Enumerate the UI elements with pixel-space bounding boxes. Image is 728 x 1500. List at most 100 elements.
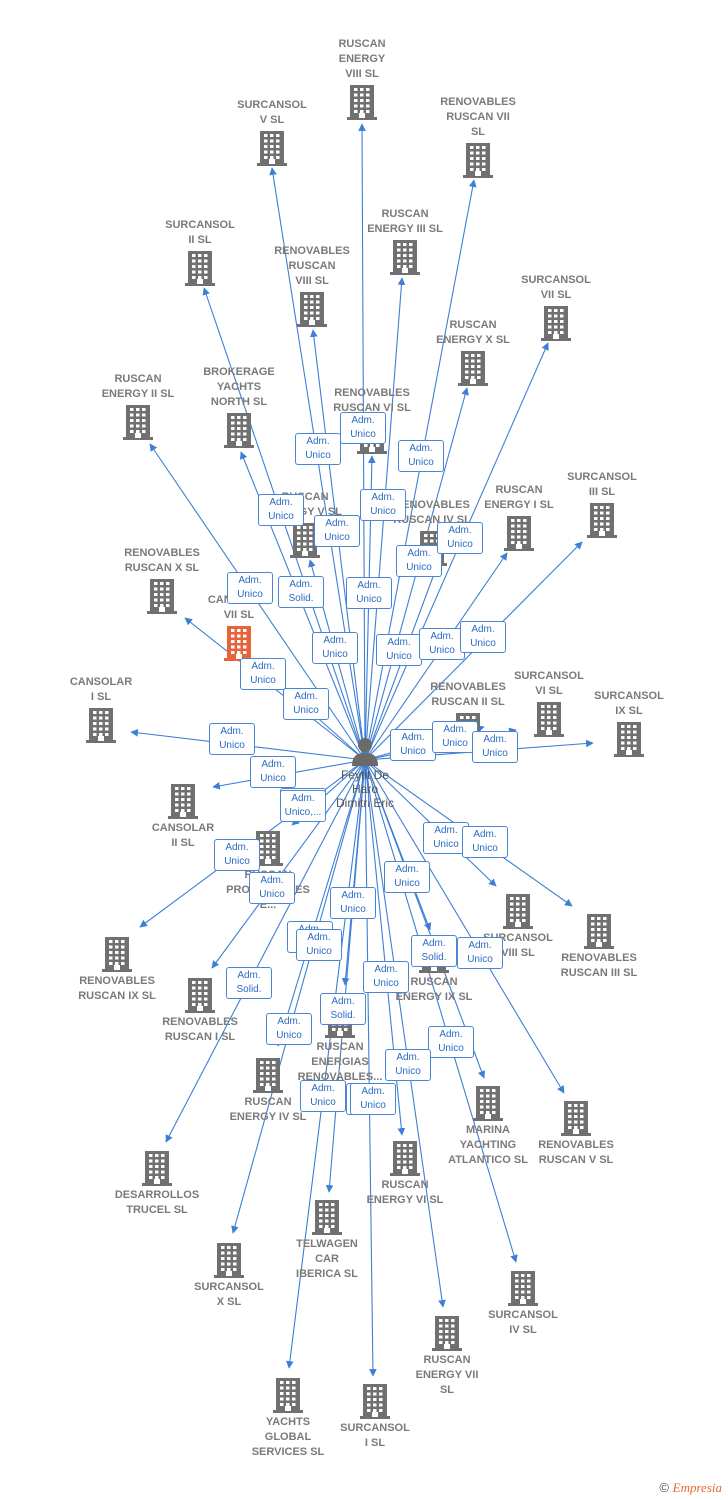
role-label[interactable]: Adm.Unico	[258, 494, 304, 526]
role-label[interactable]: Adm.Unico	[249, 872, 295, 904]
role-label[interactable]: Adm.Unico	[462, 826, 508, 858]
role-label-line: Adm.	[407, 548, 431, 559]
role-label[interactable]: Adm.Unico	[472, 731, 518, 763]
role-label[interactable]: Adm.Solid.	[226, 967, 272, 999]
role-label-line: Adm.	[251, 661, 275, 672]
role-label[interactable]: Adm.Solid.	[320, 993, 366, 1025]
role-label[interactable]: Adm.Unico	[250, 756, 296, 788]
company-name-line: SL	[470, 126, 486, 138]
role-label[interactable]: Adm.Unico	[363, 961, 409, 993]
role-label[interactable]: Adm.Unico	[432, 721, 478, 753]
company-name-line: RUSCAN	[381, 208, 429, 220]
role-label[interactable]: Adm.Unico	[390, 729, 436, 761]
role-label[interactable]: Adm.Unico,...	[280, 790, 326, 822]
company-name-line: RENOVABLES	[79, 975, 155, 987]
company-node-renovables-ruscan-ix[interactable]: RENOVABLES RUSCAN IX SL	[57, 936, 177, 1004]
role-label[interactable]: Adm.Unico	[437, 522, 483, 554]
role-label[interactable]: Adm.Unico	[296, 929, 342, 961]
company-name-line: RUSCAN IX SL	[78, 990, 156, 1002]
company-name-line: ENERGY II SL	[101, 388, 175, 400]
role-label[interactable]: Adm.Unico	[330, 887, 376, 919]
role-label[interactable]: Adm.Unico	[295, 433, 341, 465]
role-label-line: Unico	[324, 532, 350, 543]
role-label[interactable]: Adm.Unico	[396, 545, 442, 577]
company-name-line: RUSCAN	[410, 976, 458, 988]
role-label-line: Unico	[373, 978, 399, 989]
role-label[interactable]: Adm.Unico	[283, 688, 329, 720]
company-node-ruscan-energy-x[interactable]: RUSCAN ENERGY X SL	[413, 318, 533, 386]
company-name-line: RUSCAN	[495, 484, 543, 496]
building-icon	[413, 350, 533, 386]
role-label[interactable]: Adm.Unico	[460, 621, 506, 653]
role-label[interactable]: Adm.Unico	[457, 937, 503, 969]
role-label[interactable]: Adm.Unico	[312, 632, 358, 664]
company-name-line: RUSCAN	[288, 260, 336, 272]
role-label[interactable]: Adm.Unico	[384, 861, 430, 893]
company-name-line: ENERGY X SL	[436, 334, 510, 346]
edge-to-renovables-ruscan-i	[211, 759, 366, 969]
role-label[interactable]: Adm.Unico	[266, 1013, 312, 1045]
role-label[interactable]: Adm.Unico	[227, 572, 273, 604]
building-icon	[428, 1085, 548, 1121]
role-label[interactable]: Adm.Solid.	[278, 576, 324, 608]
role-label[interactable]: Adm.Unico	[419, 628, 465, 660]
role-label-line: Adm.	[289, 579, 313, 590]
role-label[interactable]: Adm.Unico	[428, 1026, 474, 1058]
role-label[interactable]: Adm.Unico	[423, 822, 469, 854]
role-label-line: Unico	[350, 429, 376, 440]
role-label[interactable]: Adm.Unico	[240, 658, 286, 690]
company-node-cansolar-vii[interactable]: CANSOLARVII SL	[179, 593, 299, 661]
building-icon	[97, 1150, 217, 1186]
role-label[interactable]: Adm.Unico	[340, 412, 386, 444]
role-label-line: Adm.	[443, 724, 467, 735]
role-label[interactable]: Adm.Unico	[398, 440, 444, 472]
role-label[interactable]: Adm.Unico	[376, 634, 422, 666]
company-name-line: SURCANSOL	[514, 670, 584, 682]
role-label[interactable]: Adm.Unico	[346, 577, 392, 609]
company-name-line: RUSCAN	[449, 319, 497, 331]
role-label[interactable]: Adm.Unico	[300, 1080, 346, 1112]
role-label[interactable]: Adm.Unico	[350, 1083, 396, 1115]
role-label[interactable]: Adm.Unico	[214, 839, 260, 871]
company-name-line: II SL	[171, 837, 195, 849]
role-label[interactable]: Adm.Solid.	[411, 935, 457, 967]
role-label[interactable]: Adm.Unico	[209, 723, 255, 755]
footer-credit[interactable]: © Empresia	[659, 1480, 722, 1496]
role-label[interactable]: Adm.Unico	[385, 1049, 431, 1081]
company-name-line: RUSCAN	[244, 1096, 292, 1108]
role-label[interactable]: Adm.Unico	[314, 515, 360, 547]
role-label[interactable]: Adm.Unico	[360, 489, 406, 521]
role-label-line: Unico	[370, 506, 396, 517]
